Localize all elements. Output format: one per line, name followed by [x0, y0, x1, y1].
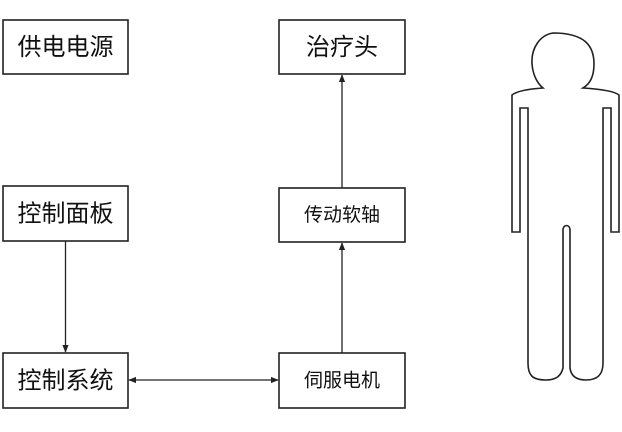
- control-panel-label: 控制面板: [18, 200, 114, 228]
- servo-motor-box: 伺服电机: [278, 352, 406, 409]
- power-supply-label: 供电电源: [18, 33, 114, 61]
- treatment-head-box: 治疗头: [278, 19, 406, 75]
- control-panel-box: 控制面板: [2, 185, 129, 242]
- human-body-outline: [511, 32, 620, 381]
- power-supply-box: 供电电源: [2, 19, 129, 75]
- control-system-label: 控制系统: [18, 367, 114, 395]
- treatment-head-label: 治疗头: [306, 33, 378, 61]
- flexible-shaft-label: 传动软轴: [304, 204, 380, 226]
- control-system-box: 控制系统: [2, 352, 129, 409]
- servo-motor-label: 伺服电机: [304, 370, 380, 392]
- flexible-shaft-box: 传动软轴: [278, 187, 406, 243]
- human-figure: [511, 32, 620, 381]
